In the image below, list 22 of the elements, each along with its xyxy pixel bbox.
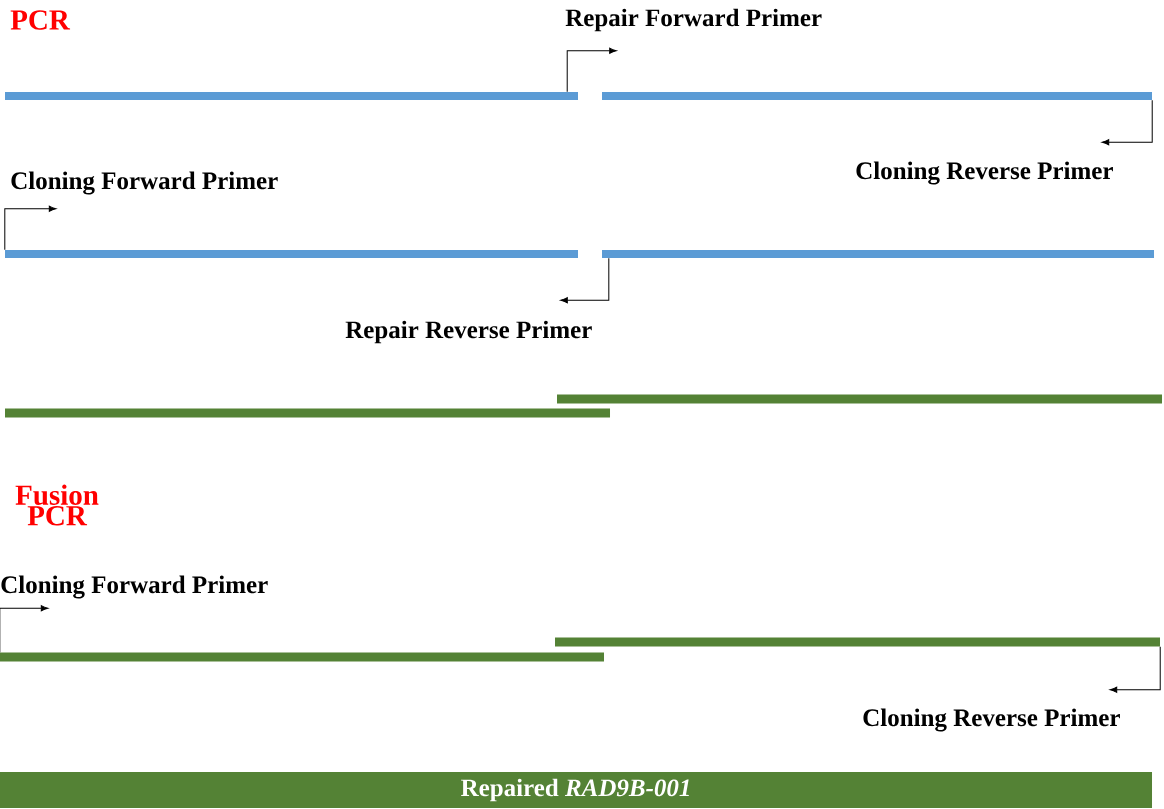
- method-heading: PCR: [10, 10, 71, 30]
- primer-label: Cloning Forward Primer: [1, 575, 268, 599]
- primer-arrow: [566, 47, 617, 93]
- repaired-strand-bar: Repaired RAD9B-001: [0, 772, 1152, 808]
- primer-label: Cloning Forward Primer: [11, 171, 278, 195]
- dna-strand: [555, 637, 1160, 647]
- dna-strand: [5, 250, 578, 258]
- primer-label: Cloning Reverse Primer: [863, 708, 1120, 732]
- primer-arrow: [4, 205, 57, 251]
- dna-strand: [557, 394, 1162, 404]
- method-heading: Fusion PCR: [15, 484, 99, 526]
- primer-arrow: [560, 257, 610, 304]
- dna-strand: [0, 652, 604, 662]
- dna-strand: [5, 408, 610, 418]
- dna-strand: [602, 250, 1154, 258]
- dna-strand: [602, 92, 1152, 100]
- primer-label: Repair Reverse Primer: [345, 320, 592, 344]
- primer-arrow: [1101, 99, 1153, 146]
- primer-label: Cloning Reverse Primer: [856, 161, 1113, 185]
- primer-arrow: [1109, 646, 1161, 693]
- dna-strand: [5, 92, 578, 100]
- primer-label: Repair Forward Primer: [565, 8, 822, 32]
